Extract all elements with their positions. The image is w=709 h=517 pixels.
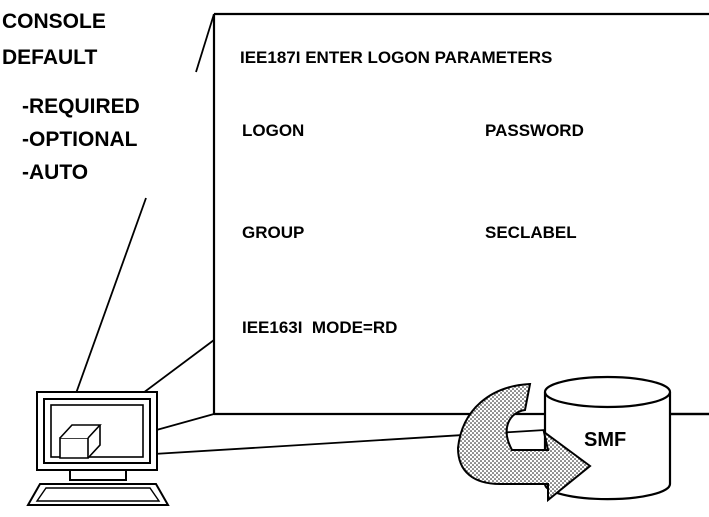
console-default-block: CONSOLE DEFAULT -REQUIRED -OPTIONAL -AUT… xyxy=(2,10,140,184)
console-default-title-2: DEFAULT xyxy=(2,46,97,69)
terminal-icon xyxy=(28,392,168,505)
mode-line: IEE163I MODE=RD xyxy=(242,318,397,337)
enlarged-screen xyxy=(196,14,709,414)
screen-content: IEE187I ENTER LOGON PARAMETERS LOGON PAS… xyxy=(240,48,584,337)
smf-label: SMF xyxy=(584,429,626,451)
console-default-title-1: CONSOLE xyxy=(2,10,106,33)
logon-label: LOGON xyxy=(242,121,304,140)
option-required: -REQUIRED xyxy=(22,95,140,118)
seclabel-label: SECLABEL xyxy=(485,223,577,242)
option-auto: -AUTO xyxy=(22,161,88,184)
option-optional: -OPTIONAL xyxy=(22,128,138,151)
message-line: IEE187I ENTER LOGON PARAMETERS xyxy=(240,48,552,67)
password-label: PASSWORD xyxy=(485,121,584,140)
group-label: GROUP xyxy=(242,223,304,242)
